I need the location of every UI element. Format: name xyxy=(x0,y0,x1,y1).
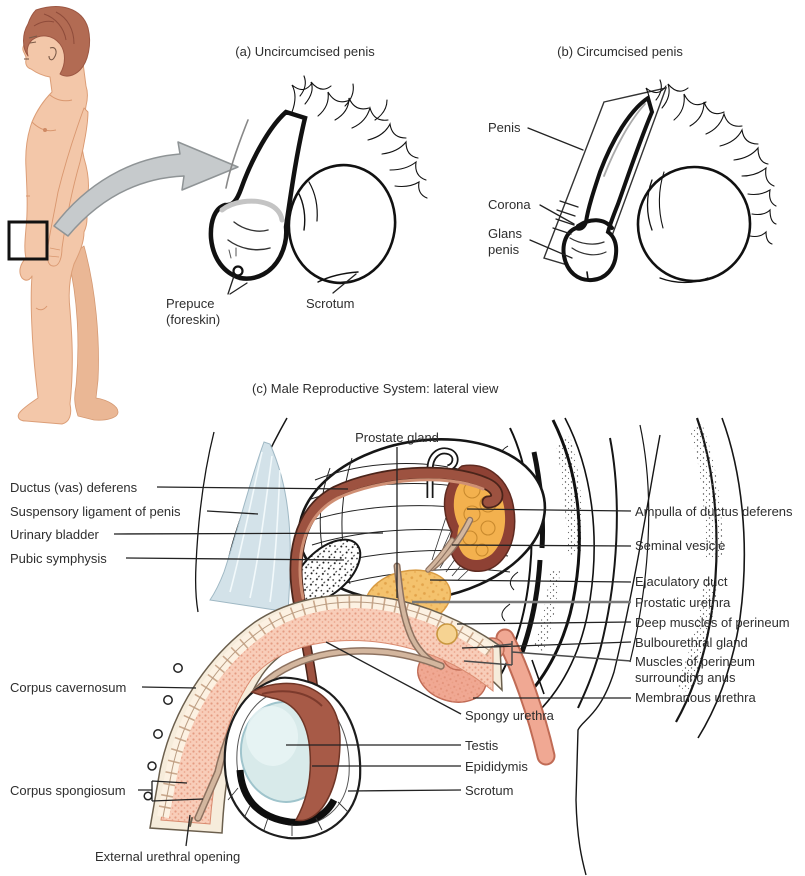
penis-b xyxy=(561,94,655,283)
panel-c-leaders xyxy=(113,447,632,847)
panel-c-title: (c) Male Reproductive System: lateral vi… xyxy=(252,381,499,396)
label-corpus-cavernosum: Corpus cavernosum xyxy=(10,680,127,695)
label-muscles-perineum-anus: Muscles of perineum surrounding anus xyxy=(635,654,755,686)
scrotum-testis-shape xyxy=(223,676,362,840)
panel-b-leaders xyxy=(527,127,584,259)
panel-a-leaders xyxy=(227,273,357,295)
bulbourethral-gland-shape xyxy=(436,623,458,645)
label-membranous-urethra: Membranous urethra xyxy=(635,690,756,705)
penis-a xyxy=(208,109,308,281)
face-details xyxy=(24,35,57,61)
pelvis-inset-box xyxy=(7,220,49,261)
label-ejaculatory-duct: Ejaculatory duct xyxy=(635,574,728,589)
label-corpus-spongiosum: Corpus spongiosum xyxy=(10,783,126,798)
follicle-dots xyxy=(143,663,183,801)
label-glans-penis: Glans penis xyxy=(488,226,522,258)
panel-b-title: (b) Circumcised penis xyxy=(557,44,683,59)
label-ductus-deferens: Ductus (vas) deferens xyxy=(10,480,138,495)
label-testis: Testis xyxy=(465,738,499,753)
label-epididymis: Epididymis xyxy=(465,759,528,774)
label-bulbourethral-gland: Bulbourethral gland xyxy=(635,635,748,650)
pubic-hair-a xyxy=(291,75,428,199)
ejaculatory-duct-shape xyxy=(425,516,474,573)
suspensory-ligament-shape xyxy=(209,441,291,613)
label-prostate-gland: Prostate gland xyxy=(355,430,439,445)
label-prostatic-urethra: Prostatic urethra xyxy=(635,595,731,610)
meatus-a xyxy=(232,265,244,277)
hair xyxy=(23,6,91,77)
label-scrotum-a: Scrotum xyxy=(306,296,355,311)
panel-a-illustration xyxy=(208,75,428,295)
label-urinary-bladder: Urinary bladder xyxy=(10,527,99,542)
sacrum-speckle xyxy=(534,424,723,694)
scrotum-b xyxy=(636,165,752,284)
label-suspensory-ligament: Suspensory ligament of penis xyxy=(10,504,181,519)
label-external-urethral-opening: External urethral opening xyxy=(95,849,241,864)
panel-c-illustration xyxy=(113,417,746,876)
label-seminal-vesicle: Seminal vesicle xyxy=(635,538,726,553)
label-penis: Penis xyxy=(488,120,521,135)
label-ampulla: Ampulla of ductus deferens xyxy=(635,504,793,519)
label-pubic-symphysis: Pubic symphysis xyxy=(10,551,107,566)
panel-b-illustration xyxy=(527,79,777,284)
panel-a-title: (a) Uncircumcised penis xyxy=(235,44,375,59)
nipple xyxy=(43,128,47,132)
label-corona: Corona xyxy=(488,197,531,212)
scrotum-a xyxy=(287,163,397,285)
label-prepuce: Prepuce (foreskin) xyxy=(166,296,221,328)
label-spongy-urethra: Spongy urethra xyxy=(465,708,554,723)
zoom-arrow-icon xyxy=(53,141,239,237)
label-scrotum-c: Scrotum xyxy=(465,783,514,798)
label-deep-muscles-perineum: Deep muscles of perineum xyxy=(635,615,790,630)
